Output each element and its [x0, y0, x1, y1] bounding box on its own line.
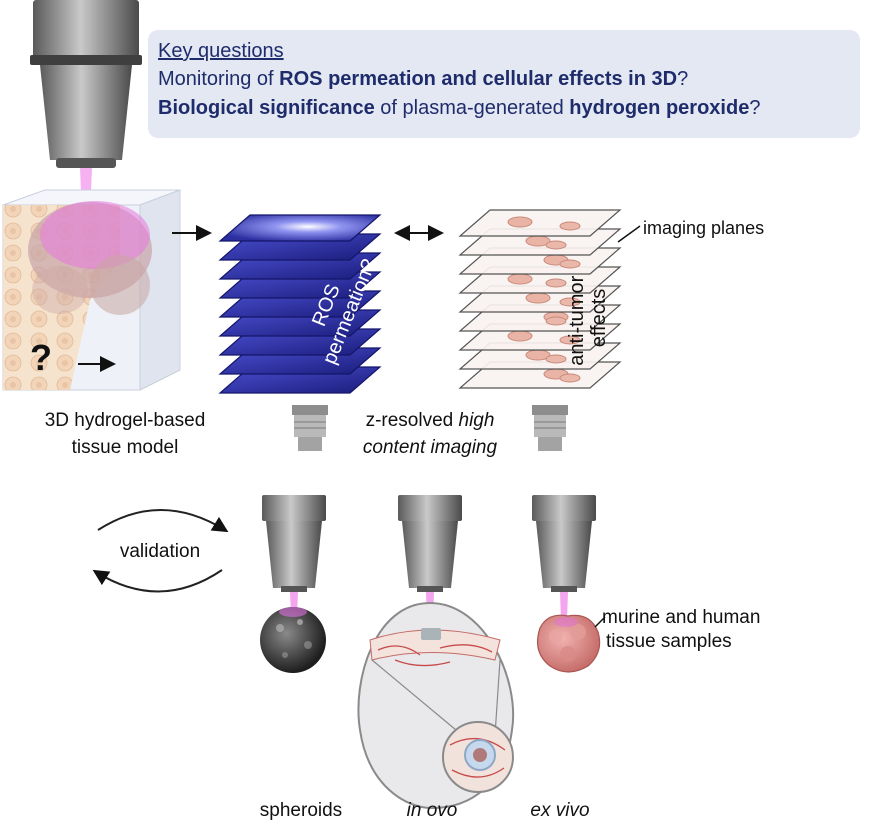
spheroid-sample: [260, 607, 326, 673]
ros-plane-stack: [218, 214, 382, 394]
in-ovo-label: in ovo: [382, 800, 482, 822]
hydrogel-tissue-model: [2, 189, 181, 391]
unknown-question-mark: ?: [30, 337, 52, 378]
plasma-jet-nozzle-ex-vivo: [532, 495, 596, 620]
tumor-cell: [545, 278, 567, 288]
tissue-samples-line2: tissue samples: [606, 631, 732, 652]
ex-vivo-tissue-sample: [537, 614, 601, 673]
key-questions-title: Key questions: [158, 40, 284, 62]
tumor-cell: [545, 240, 567, 250]
imaging-line1b: high: [458, 410, 495, 431]
objective-icon-right: [532, 405, 568, 451]
kq2-part-a: Biological significance: [158, 97, 375, 119]
imaging-line2-text: content imaging: [362, 437, 498, 458]
tumor-cell: [545, 354, 567, 364]
kq2-part-d: ?: [749, 97, 761, 119]
egg-in-ovo-model: [357, 601, 515, 810]
tumor-cell: [507, 330, 533, 342]
effects-label-line1: anti-tumor: [566, 275, 588, 365]
tumor-cell: [525, 292, 551, 304]
kq2-part-c: hydrogen peroxide: [569, 97, 750, 119]
tumor-cell: [559, 335, 581, 345]
objective-icon-left: [292, 405, 328, 451]
tumor-cell: [507, 216, 533, 228]
imaging-line1: z-resolved high: [330, 407, 530, 434]
imaging-caption: z-resolved high content imaging: [330, 407, 530, 461]
tissue-model-line1: 3D hydrogel-based: [44, 410, 206, 431]
effects-stack-label: anti-tumor effects: [566, 270, 610, 366]
in-ovo-text: in ovo: [406, 800, 458, 821]
imaging-plane: [458, 209, 622, 237]
effects-plane-stack: [458, 209, 622, 389]
spheroids-label: spheroids: [259, 800, 343, 821]
ex-vivo-text: ex vivo: [530, 800, 590, 821]
tissue-samples-line1: murine and human: [602, 607, 761, 628]
kq1-part-a: Monitoring of: [158, 68, 280, 90]
kq1-part-b: ROS permeation and cellular effects in 3…: [279, 68, 678, 90]
imaging-planes-pointer: [617, 225, 641, 243]
effects-label-line2: effects: [588, 289, 610, 348]
ex-vivo-label: ex vivo: [510, 800, 610, 822]
key-question-1: Monitoring of ROS permeation and cellula…: [158, 68, 688, 91]
plasma-jet-nozzle-main: [30, 0, 142, 168]
key-question-2: Biological significance of plasma-genera…: [158, 97, 760, 120]
ros-plane: [218, 214, 382, 242]
imaging-planes-callout: imaging planes: [643, 218, 764, 238]
imaging-line2: content imaging: [330, 434, 530, 461]
tissue-model-line2: tissue model: [71, 437, 179, 458]
plasma-jet-nozzle-spheroids: [262, 495, 326, 615]
tumor-cell: [545, 316, 567, 326]
validation-arrow-top: [97, 509, 229, 533]
tumor-cell: [559, 221, 581, 231]
tumor-cell: [559, 297, 581, 307]
tissue-model-caption: 3D hydrogel-based tissue model: [25, 407, 225, 461]
kq1-part-c: ?: [677, 68, 689, 90]
key-questions-box: [148, 30, 860, 138]
validation-arrow-bottom: [92, 569, 223, 593]
tumor-cell: [507, 273, 533, 285]
kq2-part-b: of plasma-generated: [374, 97, 570, 119]
tissue-samples-callout: murine and human tissue samples: [602, 606, 772, 654]
tissue-samples-pointer: [594, 616, 606, 628]
imaging-line1a: z-resolved: [365, 410, 459, 431]
tumor-cell: [559, 259, 581, 269]
validation-label: validation: [119, 541, 201, 562]
tumor-cell: [559, 373, 581, 383]
